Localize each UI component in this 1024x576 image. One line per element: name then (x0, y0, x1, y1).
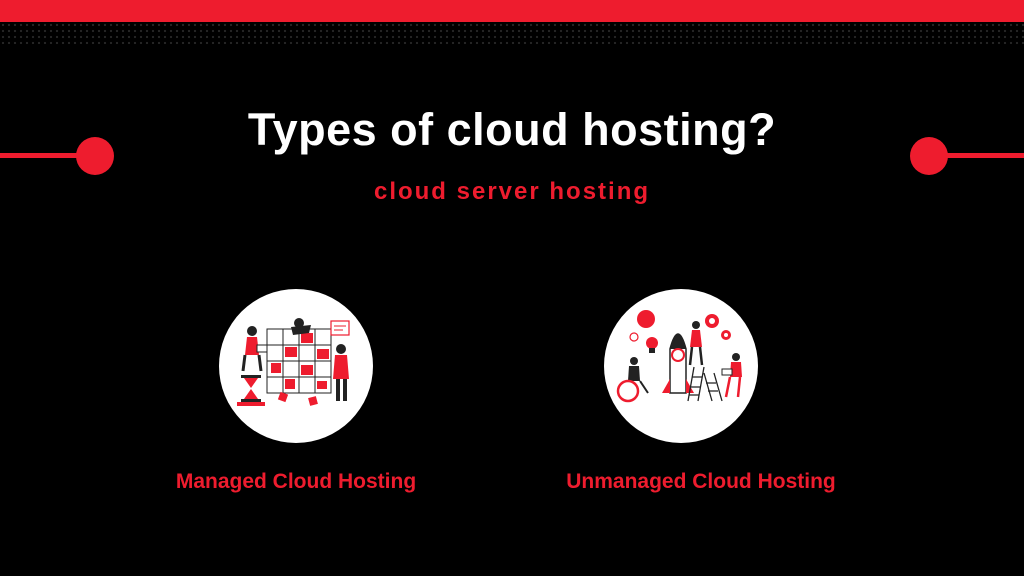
slide-title: Types of cloud hosting? (247, 104, 777, 155)
unmanaged-hosting-label: Unmanaged Cloud Hosting (566, 470, 836, 493)
managed-hosting-label: Managed Cloud Hosting (175, 470, 417, 493)
unmanaged-hosting-illustration-icon (604, 289, 758, 443)
top-accent-bar (0, 0, 1024, 22)
right-accent-line (944, 153, 1024, 158)
left-accent-dot (76, 137, 114, 175)
dot-pattern-band (0, 22, 1024, 44)
managed-hosting-illustration-icon (219, 289, 373, 443)
slide-subtitle: cloud server hosting (373, 178, 651, 205)
left-accent-line (0, 153, 80, 158)
right-accent-dot (910, 137, 948, 175)
